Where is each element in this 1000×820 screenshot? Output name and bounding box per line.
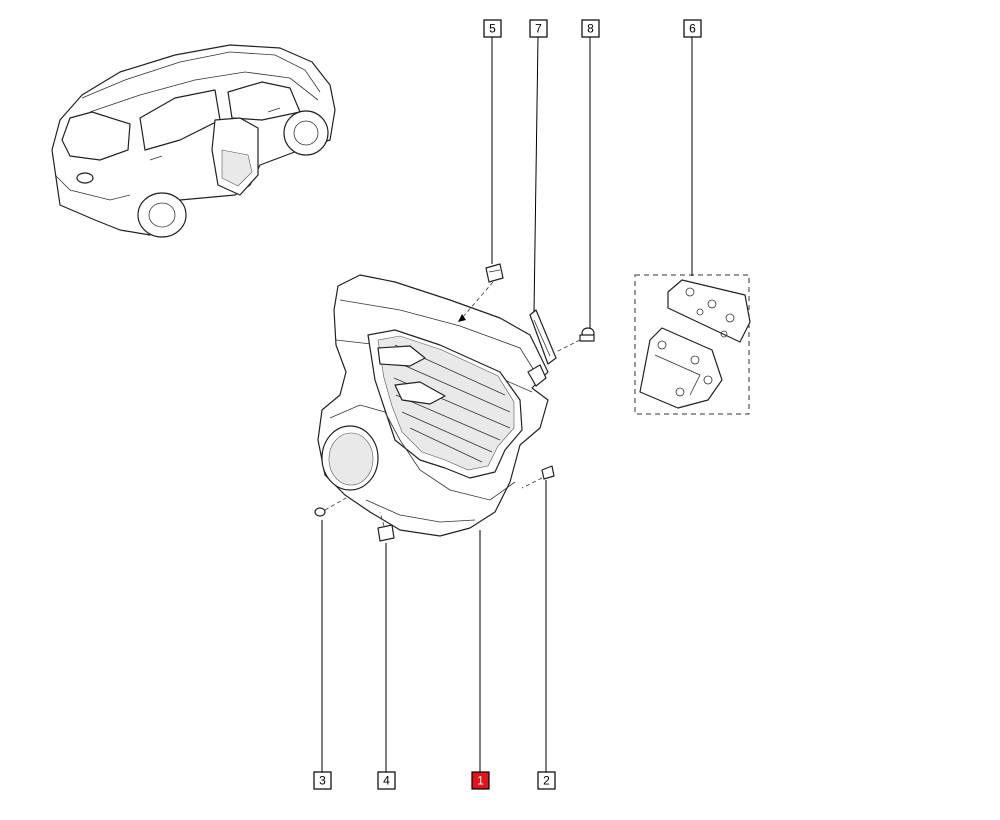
callout-8[interactable]: 8 bbox=[581, 19, 600, 38]
callout-7[interactable]: 7 bbox=[529, 19, 548, 38]
callout-label: 1 bbox=[477, 774, 484, 788]
callout-label: 3 bbox=[319, 774, 326, 788]
callout-3[interactable]: 3 bbox=[313, 771, 332, 790]
callout-label: 7 bbox=[535, 22, 542, 36]
callout-label: 6 bbox=[689, 22, 696, 36]
callout-5[interactable]: 5 bbox=[483, 19, 502, 38]
door-trim-panel bbox=[317, 274, 549, 537]
callout-2[interactable]: 2 bbox=[537, 771, 556, 790]
callout-label: 8 bbox=[587, 22, 594, 36]
callout-4[interactable]: 4 bbox=[377, 771, 396, 790]
callout-6[interactable]: 6 bbox=[683, 19, 702, 38]
screw-part-3 bbox=[314, 497, 347, 517]
clip-part-2 bbox=[521, 465, 555, 489]
callout-1[interactable]: 1 bbox=[471, 771, 490, 790]
bracket-set-part-6 bbox=[634, 274, 751, 415]
clip-part-5 bbox=[458, 263, 504, 322]
screw-part-8 bbox=[555, 327, 595, 353]
callout-label: 2 bbox=[543, 774, 550, 788]
callout-label: 5 bbox=[489, 22, 496, 36]
callout-label: 4 bbox=[383, 774, 390, 788]
clip-part-4 bbox=[377, 511, 395, 542]
leader-lines bbox=[321, 36, 693, 772]
vehicle-overview bbox=[51, 44, 336, 238]
